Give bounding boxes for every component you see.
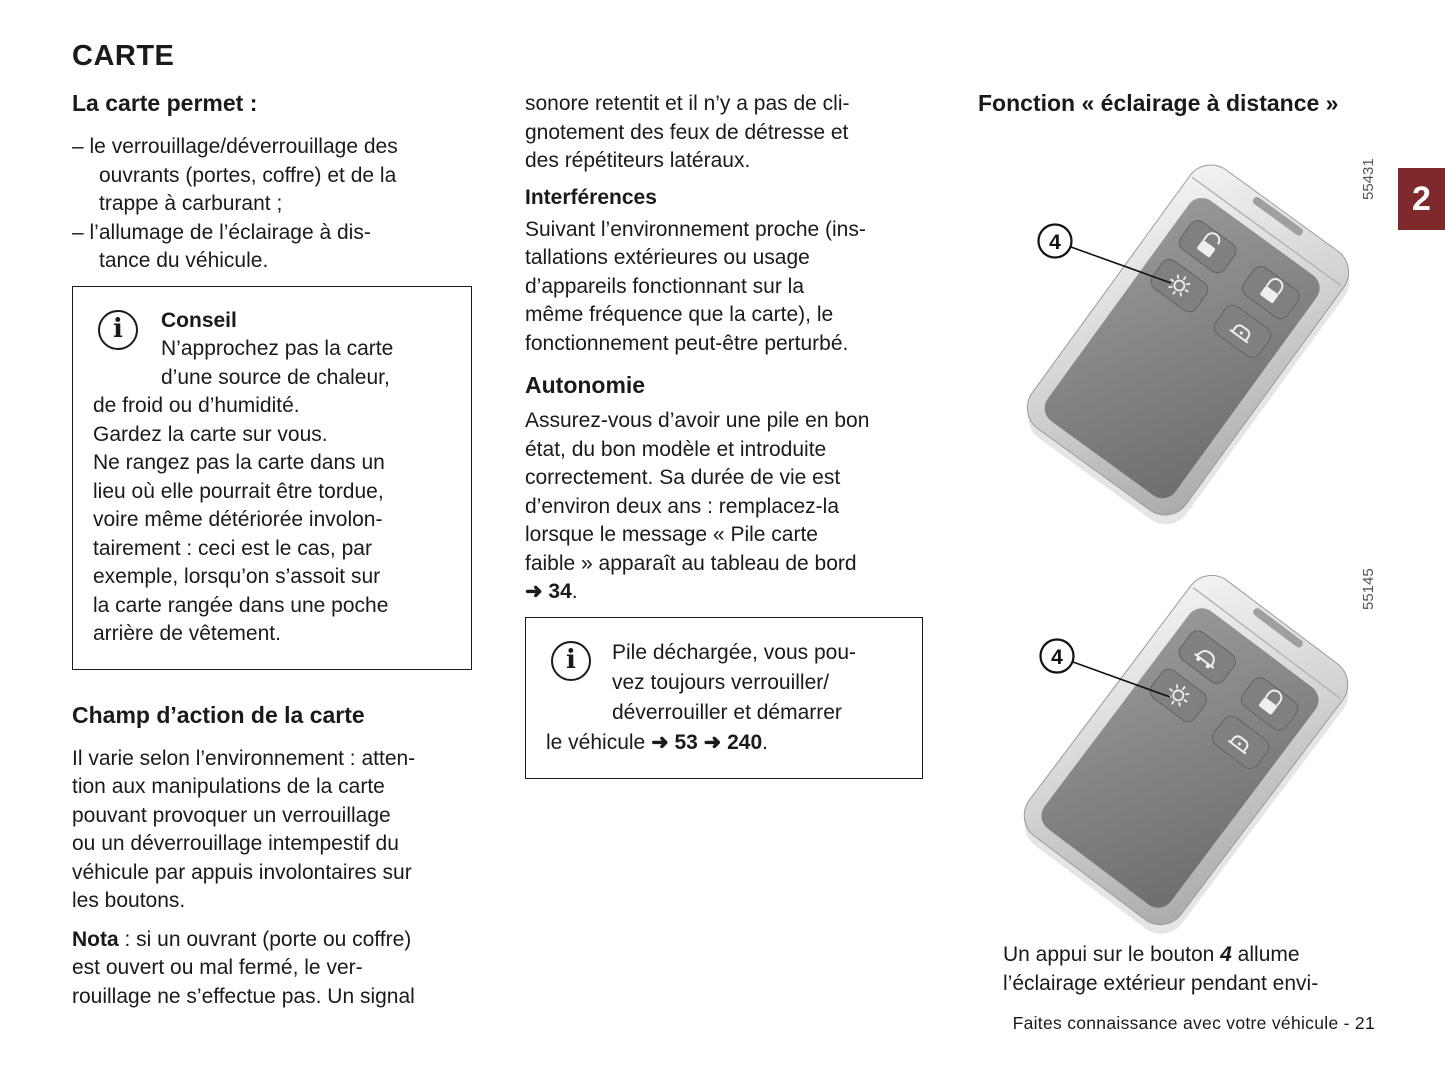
trunk-icon [1229,324,1251,344]
pile-end: . [762,730,768,754]
section-heading-interferences: Interférences [525,185,657,209]
nota-label: Nota [72,927,119,951]
page-title: CARTE [72,40,175,72]
section-heading-eclairage-distance: Fonction « éclairage à distance » [978,90,1339,116]
caption-text-post: allume l’éclairage extérieur pendant env… [1003,943,1319,995]
key-card-illustration-1: 4 55431 [1026,158,1377,525]
key-card-body [1023,574,1349,934]
unlock-icon [1197,232,1221,258]
info-icon-glyph: i [113,313,123,344]
callout-line [1070,246,1172,284]
key-card-body [1026,164,1350,525]
light-icon [1168,274,1191,297]
caption-button-number: 4 [1220,943,1232,966]
page-footer: Faites connaissance avec votre véhicule … [1012,1013,1375,1033]
car-icon [1194,650,1215,670]
light-button [1150,258,1209,313]
light-button [1149,668,1208,723]
nota-text: : si un ouvrant (porte ou coffre) est ou… [72,927,415,1008]
pile-dechargee-box: i Pile déchargée, vous pou- vez toujours… [525,616,923,779]
light-icon [1167,684,1190,707]
info-icon-glyph: i [566,644,576,675]
conseil-box: i Conseil N’approchez pas la carte d’une… [72,285,472,670]
callout-circle [1039,638,1075,674]
nota-paragraph: Nota : si un ouvrant (porte ou coffre) e… [72,926,472,1012]
lock-icon [1260,278,1284,303]
section-heading-autonomie: Autonomie [525,372,646,398]
callout-line [1072,661,1171,698]
signal-sonore-paragraph: sonore retentit et il n’y a pas de cli- … [525,92,850,172]
autonomie-end: . [571,580,578,603]
callout-circle [1037,223,1073,259]
info-icon: i [546,638,612,726]
right-column: Fonction « éclairage à distance » [978,90,1378,133]
page-ref-53-240: ➜ 53 ➜ 240 [651,730,763,754]
conseil-body: N’approchez pas la carte d’une source de… [93,337,394,645]
key-card-illustration-2: 4 55145 [1023,568,1377,934]
key-card-figure-1: 4 55431 [980,128,1390,546]
keyring-slot [1252,196,1303,236]
key-card-figure-2: 4 55145 [980,548,1390,948]
callout-number-4: 4 [1051,646,1063,669]
lock-icon [1259,689,1283,715]
conseil-title: Conseil [161,308,237,332]
champ-action-paragraph: Il varie selon l’environnement : atten- … [72,746,416,913]
info-icon: i [93,307,161,391]
trunk-lock-icon [1227,735,1249,755]
figure-caption: Un appui sur le bouton 4 allume l’éclair… [1003,940,1393,998]
caption-text-pre: Un appui sur le bouton [1003,943,1221,966]
bullet-verrouillage: – le verrouillage/déverrouillage des ouv… [72,135,398,215]
figure-reference-number: 55145 [1360,568,1377,610]
page-ref-34: ➜ 34 [525,580,572,603]
section-heading-la-carte-permet: La carte permet : [72,90,258,116]
figure-reference-number: 55431 [1360,158,1377,200]
info-icon-circle: i [551,640,591,681]
info-icon-circle: i [98,309,138,350]
bullet-allumage: – l’allumage de l’éclairage à dis- tance… [72,220,371,273]
section-heading-champ-action: Champ d’action de la carte [72,701,365,728]
autonomie-paragraph: Assurez-vous d’avoir une pile en bon éta… [525,407,923,607]
keyring-slot [1253,608,1303,648]
trunk-button [1211,715,1270,770]
card-buttons [1149,630,1299,770]
left-column: La carte permet : – le verrouillage/déve… [72,90,472,1011]
pile-dechargee-body: Pile déchargée, vous pou- vez toujours v… [546,638,902,758]
interferences-paragraph: Suivant l’environnement proche (ins- tal… [525,217,866,355]
callout-number-4: 4 [1049,231,1061,254]
car-button [1178,630,1236,684]
pile-text: Pile déchargée, vous pou- vez toujours v… [546,640,856,754]
chapter-tab: 2 [1398,168,1445,230]
autonomie-text: Assurez-vous d’avoir une pile en bon éta… [525,409,870,575]
trunk-button [1213,304,1272,358]
middle-column: sonore retentit et il n’y a pas de cli- … [525,90,923,779]
